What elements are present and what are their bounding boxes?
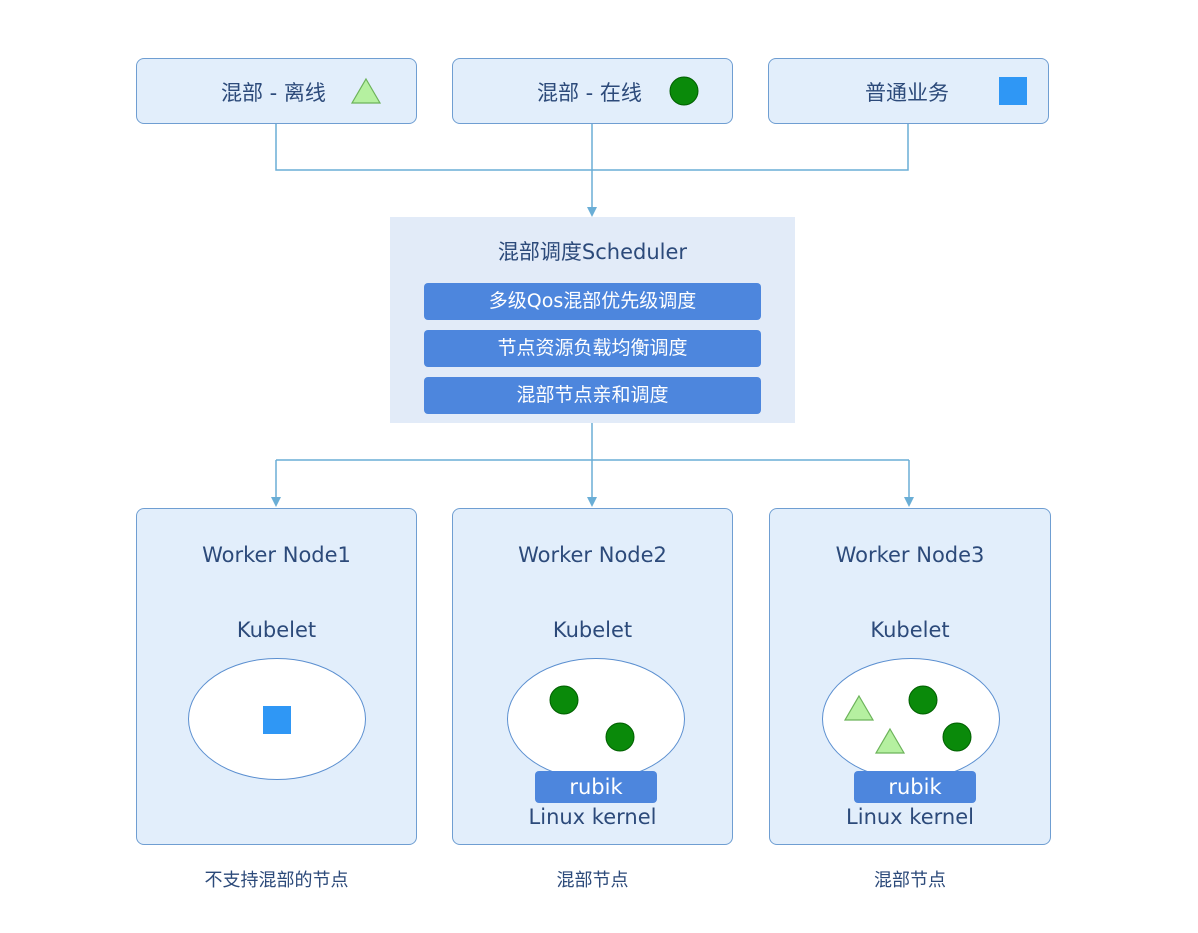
workload-normal-label: 普通业务 [865, 81, 949, 105]
worker-node-3: Worker Node3 Kubelet rubik Linux kernel [769, 508, 1051, 845]
circle-icon [549, 685, 579, 715]
workload-normal-box: 普通业务 [768, 58, 1049, 124]
strategy-node-affinity: 混部节点亲和调度 [424, 377, 761, 414]
worker-node-2: Worker Node2 Kubelet rubik Linux kernel [452, 508, 733, 845]
node-title: Worker Node2 [518, 543, 667, 567]
triangle-icon [874, 727, 906, 754]
workload-offline-box: 混部 - 离线 [136, 58, 417, 124]
square-icon [263, 706, 291, 734]
rubik-module: rubik [854, 771, 976, 803]
node-1-caption: 不支持混部的节点 [204, 870, 349, 891]
triangle-icon [843, 694, 875, 721]
pod-pool [507, 658, 685, 780]
linux-kernel-label: Linux kernel [846, 805, 974, 829]
strategy-qos-priority: 多级Qos混部优先级调度 [424, 283, 761, 320]
linux-kernel-label: Linux kernel [528, 805, 657, 829]
kubelet-label: Kubelet [236, 618, 317, 642]
node-3-caption: 混部节点 [874, 870, 946, 891]
kubelet-label: Kubelet [552, 618, 633, 642]
kubelet-label: Kubelet [870, 618, 950, 642]
workload-offline-label: 混部 - 离线 [221, 81, 326, 105]
workload-online-box: 混部 - 在线 [452, 58, 733, 124]
scheduler-title: 混部调度Scheduler [497, 240, 688, 264]
rubik-module: rubik [535, 771, 657, 803]
strategy-load-balance: 节点资源负载均衡调度 [424, 330, 761, 367]
scheduler-panel: 混部调度Scheduler 多级Qos混部优先级调度 节点资源负载均衡调度 混部… [390, 217, 795, 423]
node-title: Worker Node1 [202, 543, 351, 567]
worker-node-1: Worker Node1 Kubelet [136, 508, 417, 845]
triangle-icon [350, 77, 382, 104]
circle-icon [942, 722, 972, 752]
circle-icon [669, 76, 699, 106]
square-icon [999, 77, 1027, 105]
workload-online-label: 混部 - 在线 [537, 81, 642, 105]
node-2-caption: 混部节点 [556, 870, 629, 891]
node-title: Worker Node3 [835, 543, 985, 567]
connector-offline [275, 124, 592, 171]
circle-icon [908, 685, 938, 715]
connector-normal [592, 124, 909, 171]
circle-icon [605, 722, 635, 752]
